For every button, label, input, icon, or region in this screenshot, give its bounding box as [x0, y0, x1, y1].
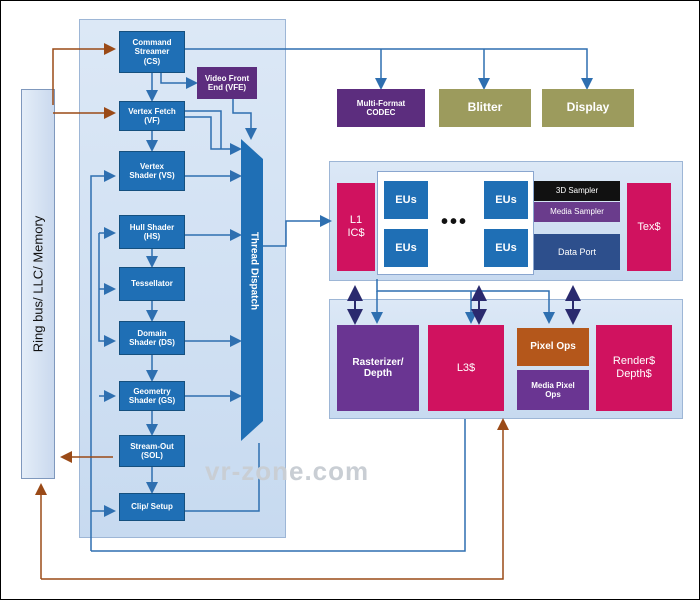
hull-shader: Hull Shader (HS) — [119, 215, 185, 249]
clip-setup: Clip/ Setup — [119, 493, 185, 521]
media-sampler: Media Sampler — [534, 202, 620, 222]
texture-cache: Tex$ — [627, 183, 671, 271]
stream-out: Stream-Out (SOL) — [119, 435, 185, 467]
thread-dispatch-label-wrap: Thread Dispatch — [244, 221, 264, 321]
eu-block-top-left: EUs — [384, 181, 428, 219]
watermark: vr-zone.com — [205, 456, 370, 486]
tessellator: Tessellator — [119, 267, 185, 301]
thread-dispatch-label: Thread Dispatch — [248, 231, 260, 311]
video-front-end: Video Front End (VFE) — [197, 67, 257, 99]
eu-block-top-right: EUs — [484, 181, 528, 219]
vertex-shader: Vertex Shader (VS) — [119, 151, 185, 191]
blitter: Blitter — [439, 89, 531, 127]
eu-ellipsis: ••• — [441, 211, 469, 233]
render-depth-cache: Render$ Depth$ — [596, 325, 672, 411]
media-pixel-ops: Media Pixel Ops — [517, 370, 589, 410]
data-port: Data Port — [534, 234, 620, 270]
eu-block-bottom-right: EUs — [484, 229, 528, 267]
display: Display — [542, 89, 634, 127]
3d-sampler: 3D Sampler — [534, 181, 620, 201]
eu-block-bottom-left: EUs — [384, 229, 428, 267]
l1-instruction-cache: L1 IC$ — [337, 183, 375, 271]
vertex-fetch: Vertex Fetch (VF) — [119, 101, 185, 131]
ring-bus-bar: Ring bus/ LLC/ Memory — [21, 89, 55, 479]
pixel-ops: Pixel Ops — [517, 328, 589, 366]
domain-shader: Domain Shader (DS) — [119, 321, 185, 355]
geometry-shader: Geometry Shader (GS) — [119, 381, 185, 411]
command-streamer: Command Streamer (CS) — [119, 31, 185, 73]
multi-format-codec: Multi-Format CODEC — [337, 89, 425, 127]
rasterizer-depth: Rasterizer/ Depth — [337, 325, 419, 411]
thread-dispatch-block — [241, 139, 263, 441]
l3-cache: L3$ — [428, 325, 504, 411]
